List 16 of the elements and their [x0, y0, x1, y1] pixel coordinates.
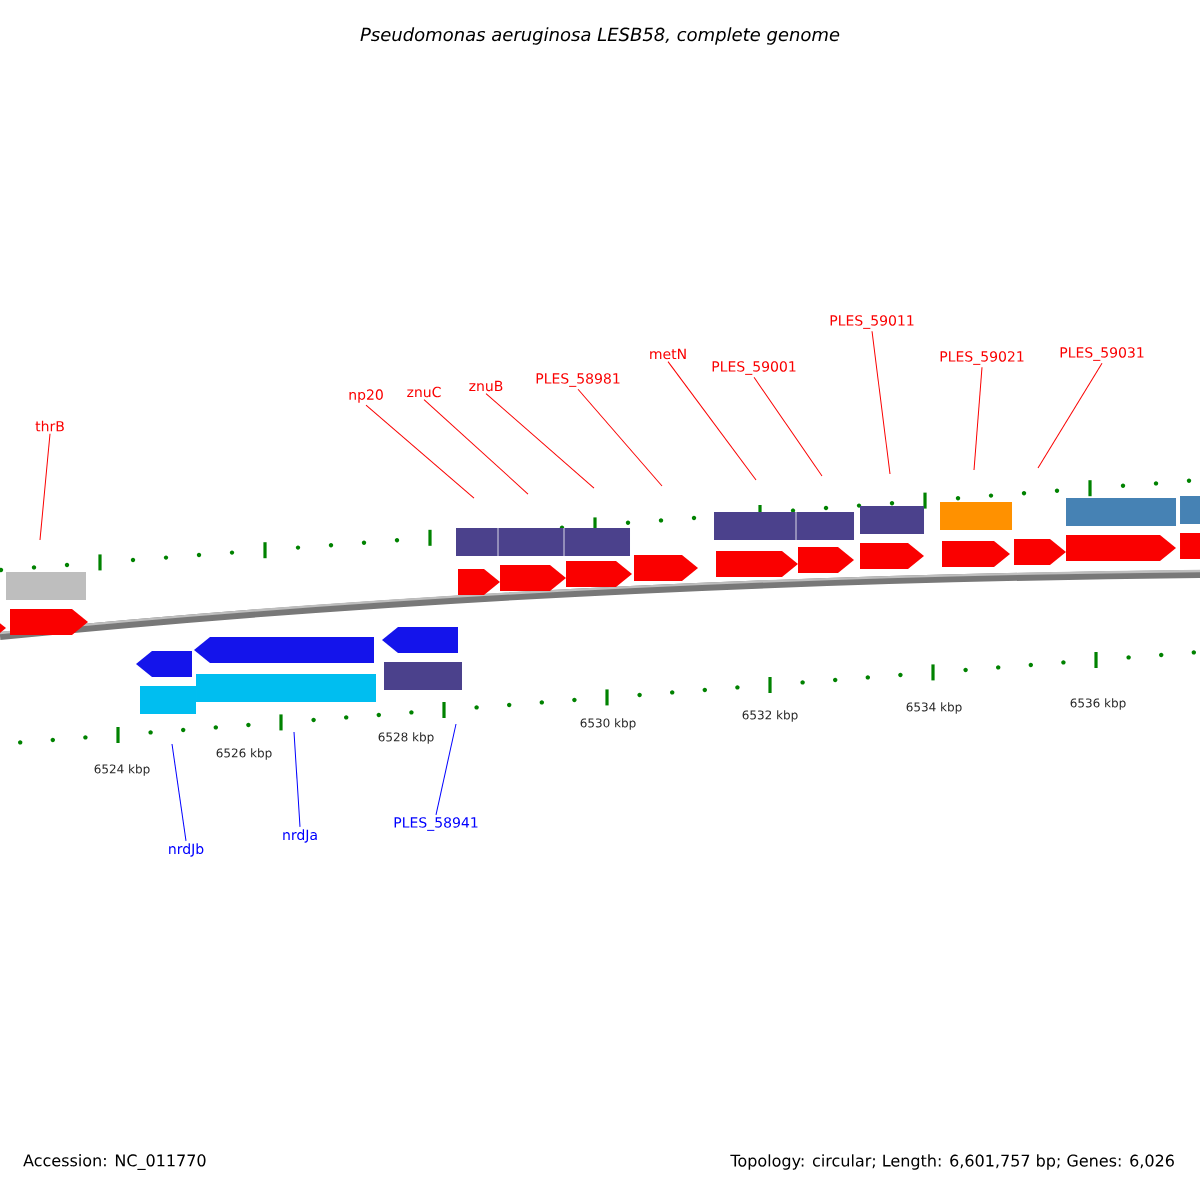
leader-line	[435, 723, 457, 816]
leader-line	[365, 404, 475, 499]
leader-line	[1037, 362, 1103, 469]
accession-text: Accession: NC_011770	[23, 1154, 206, 1170]
leader-line	[973, 366, 983, 471]
leader-line	[667, 361, 757, 481]
genome-info-text: Topology: circular; Length: 6,601,757 bp; Genes: 6,026	[730, 1154, 1174, 1170]
leader-line	[753, 376, 823, 477]
leader-line	[39, 433, 51, 541]
leader-line	[871, 330, 891, 475]
leader-line	[423, 399, 529, 495]
leader-line	[577, 388, 663, 487]
title: Pseudomonas aeruginosa LESB58, complete genome	[360, 27, 840, 45]
leader-line	[171, 743, 187, 842]
leader-line	[293, 731, 301, 828]
leader-line	[485, 393, 595, 489]
